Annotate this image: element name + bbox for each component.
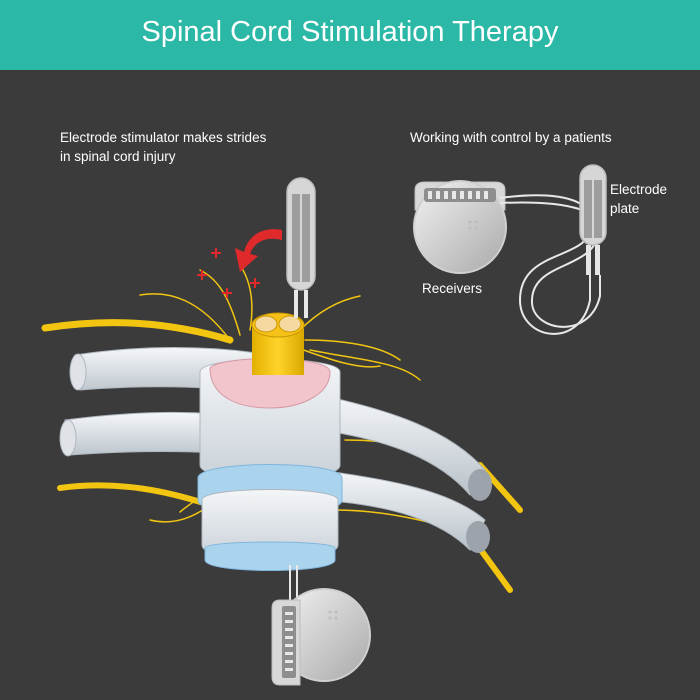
stimulation-plus-signs [197,248,260,298]
electrode-label-line1: Electrode [610,182,668,197]
spinal-cord [251,312,305,375]
title-banner: Spinal Cord Stimulation Therapy [0,0,700,70]
electrode-plate-label: Electrode plate [610,180,690,218]
page-title: Spinal Cord Stimulation Therapy [141,16,559,48]
vertebra [197,358,343,571]
implanted-pulse-generator [271,565,371,686]
receiver-device [413,180,507,274]
nerves [41,264,523,593]
stimulation-arrow [235,229,282,272]
lead-wires [499,194,601,335]
left-caption-line2: in spinal cord injury [60,149,176,164]
left-caption-line1: Electrode stimulator makes strides [60,130,267,145]
implanted-electrode [286,177,316,318]
electrode-label-line2: plate [610,201,640,216]
receivers-label: Receivers [422,281,483,296]
right-caption: Working with control by a patients [410,130,612,145]
electrode-plate [579,164,607,275]
left-caption: Electrode stimulator makes strides in sp… [60,128,310,166]
